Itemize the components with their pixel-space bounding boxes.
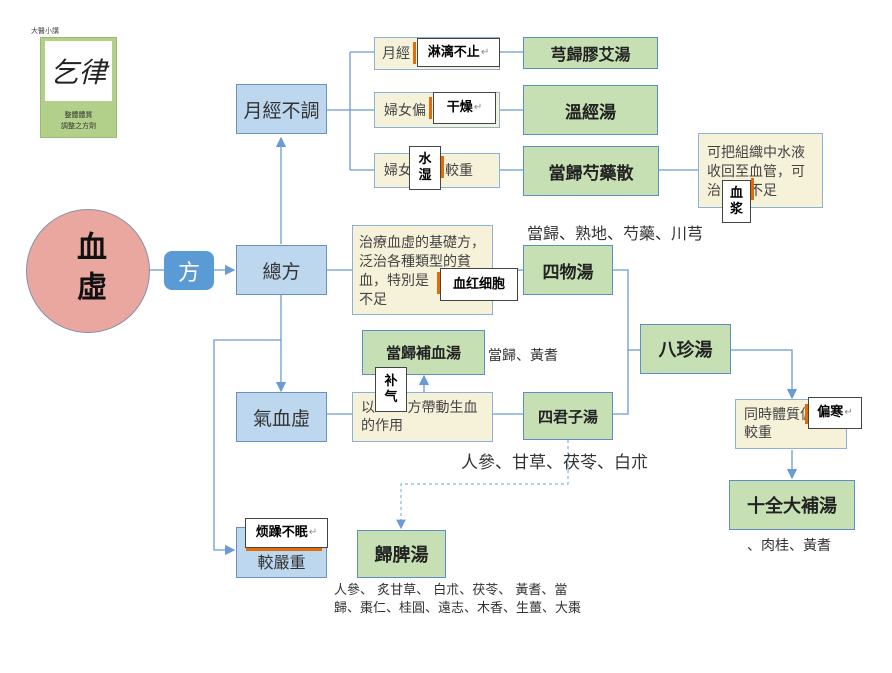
formula-sijunzi: 四君子湯 bbox=[523, 392, 613, 440]
tag-xuehong: 血红细胞 bbox=[440, 268, 518, 301]
note-sijunzi-desc-a: 以 bbox=[361, 400, 375, 416]
node-zongfang: 總方 bbox=[236, 245, 327, 295]
marker-fanzao bbox=[246, 548, 322, 551]
tag-linli-label: 淋漓不止 bbox=[427, 44, 480, 60]
formula-xiongguijiaoai: 芎歸膠艾湯 bbox=[523, 37, 658, 69]
tag-xuejiang: 血浆 bbox=[722, 180, 751, 223]
marker-xuehong bbox=[437, 272, 440, 294]
tag-shuishi-label: 水湿 bbox=[418, 152, 432, 183]
tag-ganzao-label: 干燥 bbox=[446, 100, 473, 115]
tag-xuejiang-label: 血浆 bbox=[729, 185, 743, 217]
ingredients-siwu: 當歸、熟地、芍藥、川芎 bbox=[527, 224, 704, 243]
logo: 大醫小講 乞律 整體體質 調整之方劑 bbox=[31, 26, 121, 141]
tag-linli: 淋漓不止↵ bbox=[417, 38, 500, 67]
root-label: 血虛 bbox=[71, 231, 106, 311]
marker-ganzao bbox=[429, 97, 432, 119]
formula-dangguishaoyao: 當歸芍藥散 bbox=[523, 146, 659, 196]
ingredients-guipi: 人參、 炙甘草、 白朮、茯苓、 黃耆、當歸、棗仁、桂圓、遠志、木香、生薑、大棗 bbox=[334, 583, 582, 616]
tag-xuehong-label: 血红细胞 bbox=[452, 276, 505, 292]
formula-wenjing: 溫經湯 bbox=[523, 85, 658, 135]
node-yuejing: 月經不調 bbox=[236, 84, 327, 134]
note-shaoyao: 可把組織中水液收回至血管，可治 不足 bbox=[698, 133, 823, 208]
tag-pianhan: 偏寒↵ bbox=[808, 397, 862, 429]
formula-bazhen: 八珍湯 bbox=[640, 324, 731, 374]
tag-fanzao-label: 烦躁不眠 bbox=[255, 525, 308, 540]
yuejing-item-3-label-b: 較重 bbox=[445, 163, 473, 179]
yuejing-item-3-label-a: 婦女 bbox=[384, 163, 412, 179]
ingredients-shiquan: 、肉桂、黃耆 bbox=[747, 538, 831, 554]
marker-linli bbox=[413, 42, 416, 64]
fang-box: 方 bbox=[164, 251, 214, 290]
tag-buqi-label: 补气 bbox=[384, 373, 398, 405]
marker-shuishi bbox=[441, 156, 444, 178]
formula-guipi: 歸脾湯 bbox=[357, 530, 446, 578]
tag-pianhan-label: 偏寒 bbox=[817, 405, 844, 420]
ingredients-buxue: 當歸、黃耆 bbox=[488, 348, 558, 364]
logo-line1: 整體體質 bbox=[64, 111, 93, 119]
root-circle: 血虛 bbox=[26, 209, 150, 333]
tag-buqi: 补气 bbox=[375, 367, 407, 412]
tag-shuishi: 水湿 bbox=[409, 146, 441, 190]
formula-shiquan: 十全大補湯 bbox=[729, 480, 855, 530]
node-qixuexu: 氣血虛 bbox=[236, 392, 327, 442]
tag-ganzao: 干燥↵ bbox=[433, 92, 496, 124]
logo-line2: 調整之方劑 bbox=[61, 122, 96, 130]
note-sijunzi-desc: 以 方帶動生血的作用 bbox=[352, 392, 493, 442]
ingredients-sijunzi: 人參、甘草、茯苓、白朮 bbox=[461, 453, 648, 473]
marker-xuejiang bbox=[751, 178, 754, 200]
yuejing-item-2-label: 婦女偏 bbox=[384, 103, 426, 119]
logo-header: 大醫小講 bbox=[31, 27, 59, 35]
yuejing-item-1-label: 月經 bbox=[382, 46, 410, 62]
logo-calligraphy: 乞律 bbox=[45, 41, 112, 101]
tag-fanzao: 烦躁不眠↵ bbox=[245, 518, 328, 548]
formula-siwu: 四物湯 bbox=[523, 245, 613, 295]
note-sijunzi-desc-b: 方帶動生血的作用 bbox=[361, 400, 478, 434]
marker-pianhan bbox=[805, 404, 808, 424]
